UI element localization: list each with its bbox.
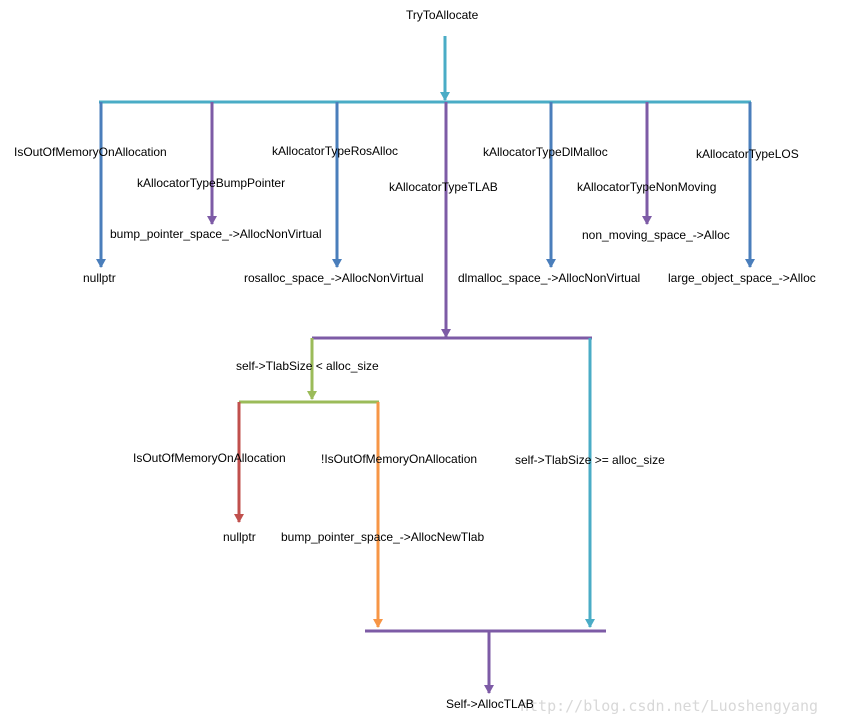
bump-alloc-label: bump_pointer_space_->AllocNonVirtual bbox=[110, 227, 322, 241]
nullptr-top-label: nullptr bbox=[83, 271, 116, 285]
tlab-type-label: kAllocatorTypeTLAB bbox=[389, 180, 498, 194]
new-tlab-label: bump_pointer_space_->AllocNewTlab bbox=[281, 530, 484, 544]
nullptr-tlab-label: nullptr bbox=[223, 530, 256, 544]
los-alloc-label: large_object_space_->Alloc bbox=[668, 271, 816, 285]
final-label: Self->AllocTLAB bbox=[446, 697, 534, 711]
rosalloc-alloc-label: rosalloc_space_->AllocNonVirtual bbox=[244, 271, 424, 285]
non-moving-alloc-label: non_moving_space_->Alloc bbox=[582, 228, 730, 242]
los-type-label: kAllocatorTypeLOS bbox=[696, 147, 799, 161]
dlmalloc-type-label: kAllocatorTypeDlMalloc bbox=[483, 145, 608, 159]
tlab-ge-label: self->TlabSize >= alloc_size bbox=[515, 453, 665, 467]
tlab-lt-label: self->TlabSize < alloc_size bbox=[236, 359, 379, 373]
is-oom-tlab-label: IsOutOfMemoryOnAllocation bbox=[133, 451, 286, 465]
rosalloc-type-label: kAllocatorTypeRosAlloc bbox=[272, 144, 398, 158]
dlmalloc-alloc-label: dlmalloc_space_->AllocNonVirtual bbox=[458, 271, 640, 285]
root-label: TryToAllocate bbox=[406, 8, 479, 22]
watermark: http://blog.csdn.net/Luoshengyang bbox=[520, 697, 818, 715]
bump-pointer-type-label: kAllocatorTypeBumpPointer bbox=[137, 176, 285, 190]
not-oom-tlab-label: !IsOutOfMemoryOnAllocation bbox=[321, 452, 477, 466]
non-moving-type-label: kAllocatorTypeNonMoving bbox=[577, 180, 716, 194]
is-oom-top-label: IsOutOfMemoryOnAllocation bbox=[14, 145, 167, 159]
